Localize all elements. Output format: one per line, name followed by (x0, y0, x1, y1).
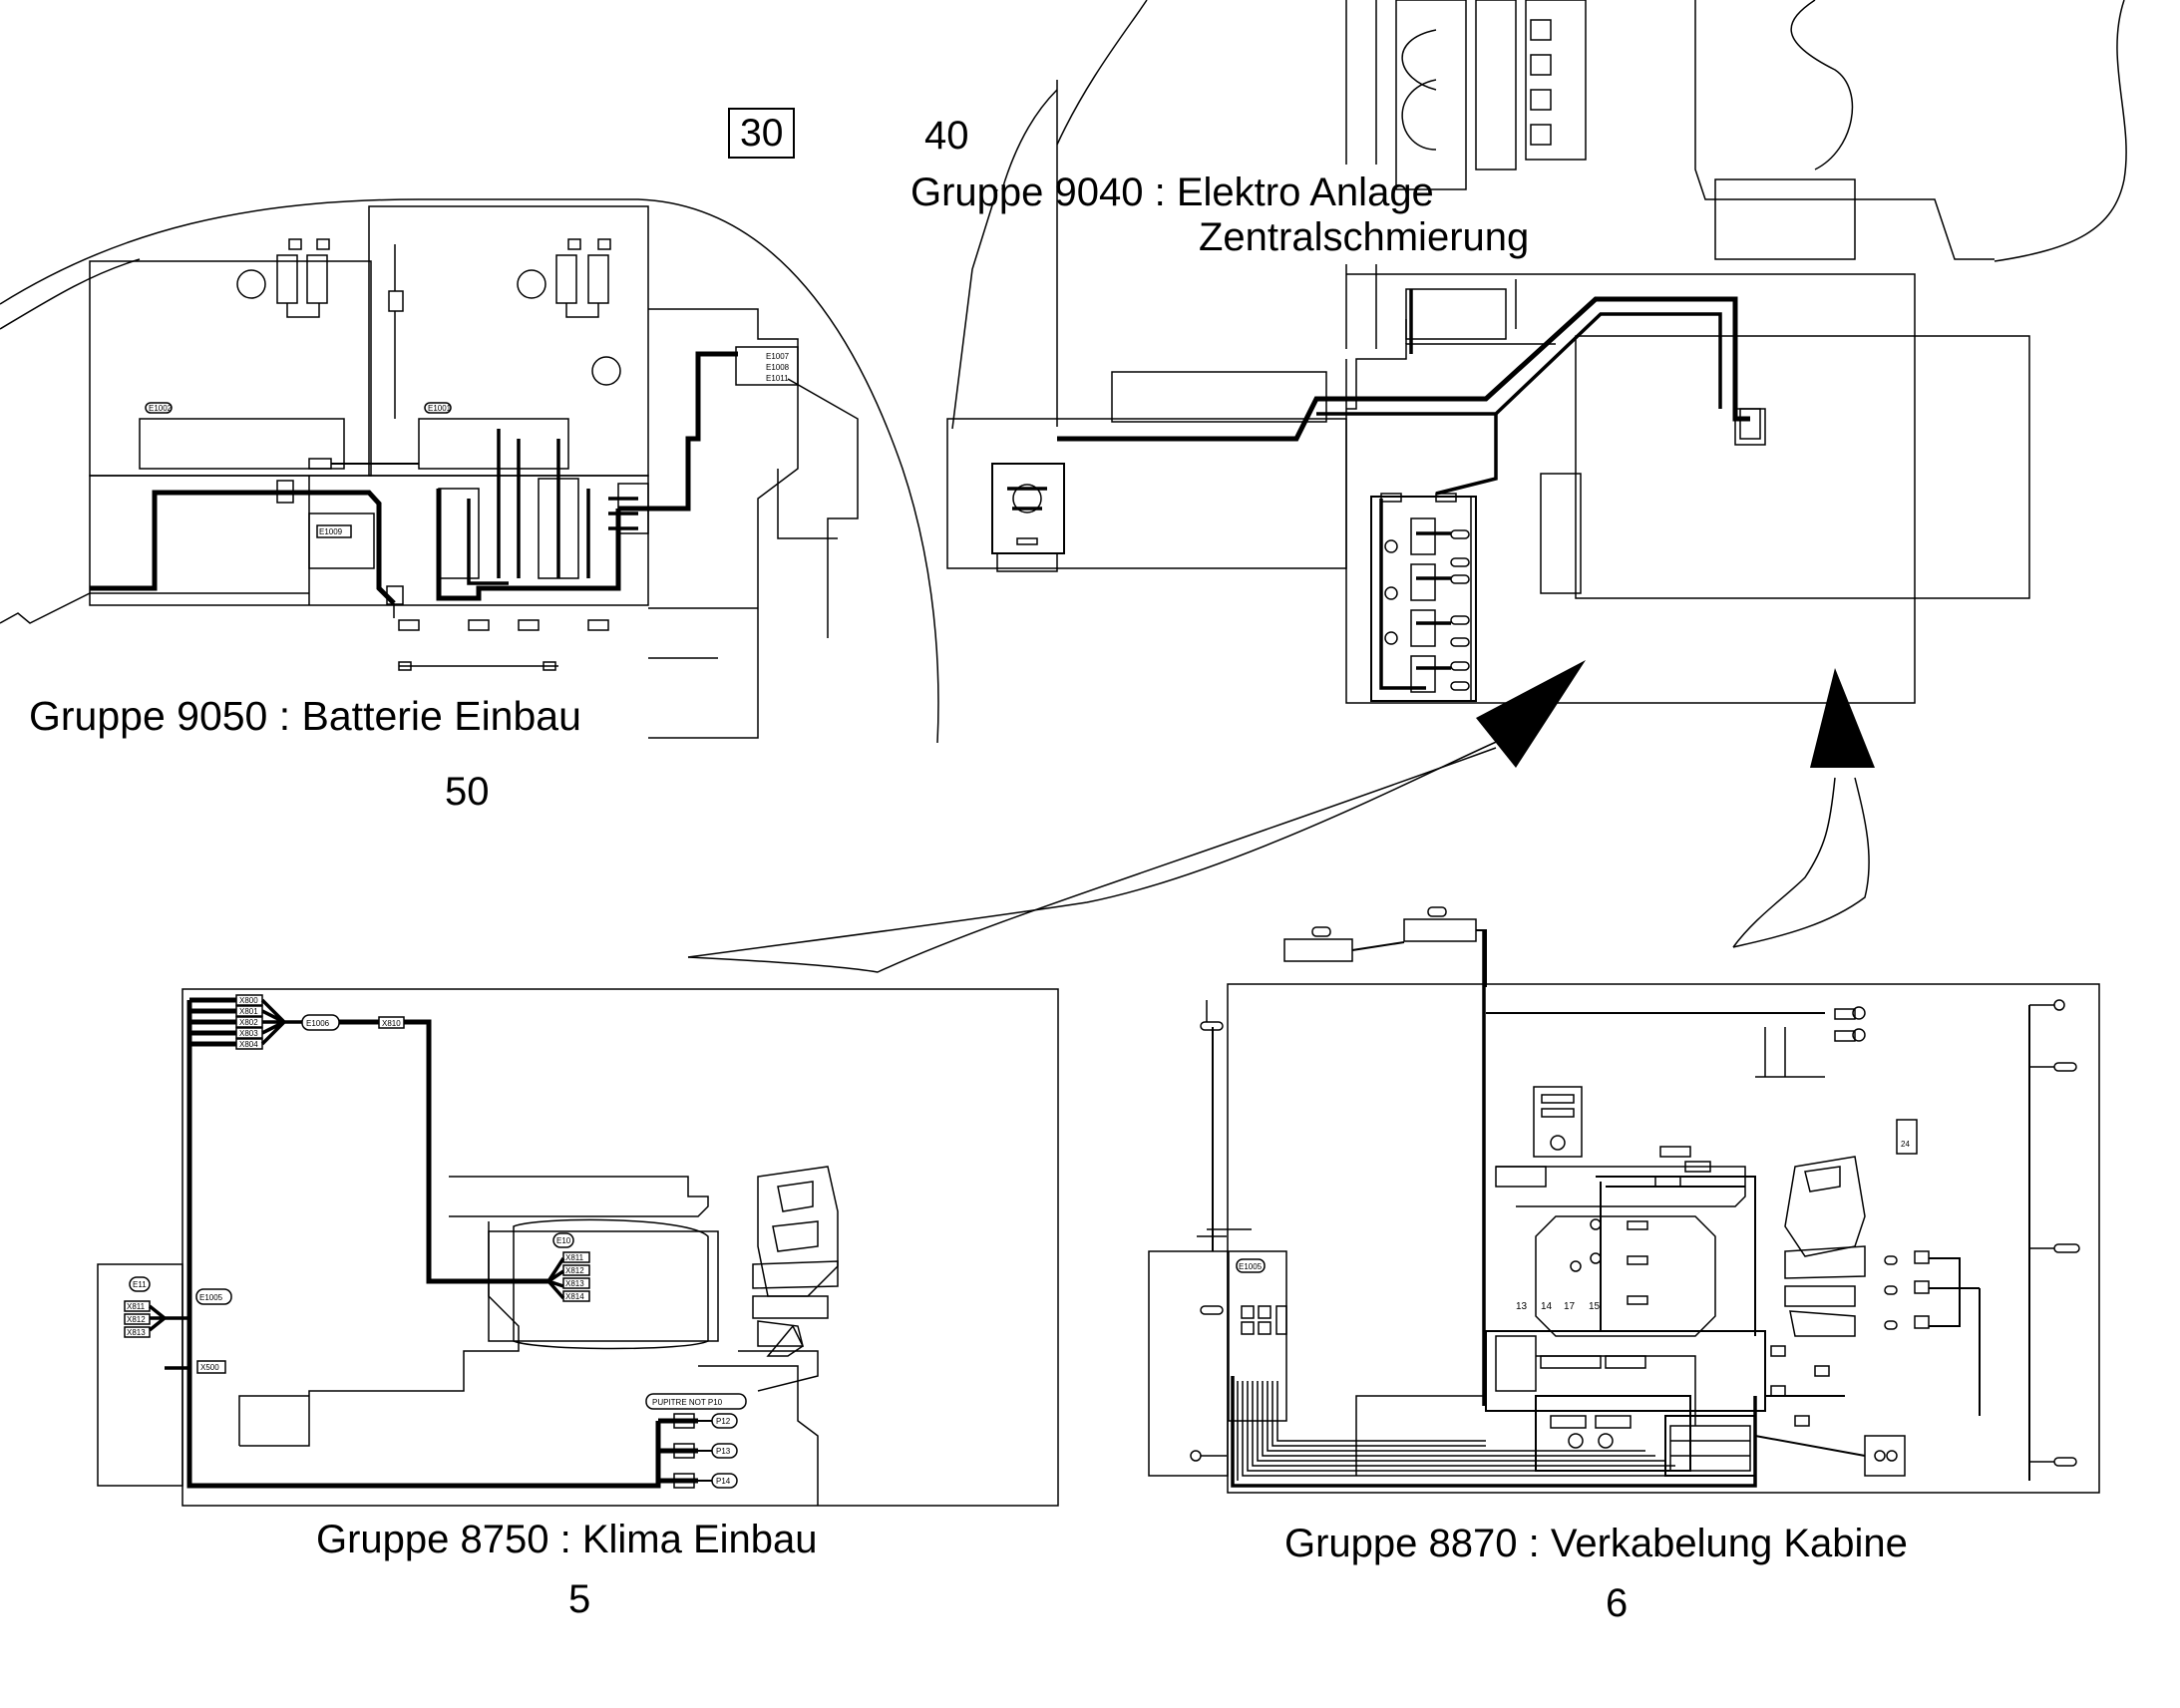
ref-40: 40 (924, 114, 969, 158)
group-9050-title: Gruppe 9050 : Batterie Einbau (25, 694, 585, 739)
label-e1008: E1008 (766, 363, 790, 372)
label-p12: P12 (716, 1417, 731, 1426)
label-p13: P13 (716, 1447, 731, 1456)
label-e10: E10 (556, 1236, 571, 1245)
group-9040-title-line1: Gruppe 9040 : Elektro Anlage (910, 171, 1434, 214)
label-x802: X802 (239, 1018, 258, 1027)
label-x810: X810 (382, 1019, 401, 1028)
group-8870-ref: 6 (1606, 1581, 1629, 1625)
label-pupitre: PUPITRE NOT P10 (652, 1398, 723, 1407)
group-8870-title: Gruppe 8870 : Verkabelung Kabine (1284, 1522, 1908, 1565)
label-17: 17 (1564, 1301, 1576, 1312)
label-x812: X812 (565, 1266, 584, 1275)
label-x804: X804 (239, 1040, 258, 1049)
label-e1006: E1006 (306, 1019, 330, 1028)
label-e1007: E1007 (766, 352, 790, 361)
label-e1009: E1009 (319, 527, 343, 536)
label-14: 14 (1541, 1301, 1553, 1312)
group-9050-ref: 50 (445, 770, 490, 814)
label-x813: X813 (565, 1279, 584, 1288)
ref-box-30: 30 (728, 108, 796, 159)
label-13: 13 (1516, 1301, 1528, 1312)
label-x811: X811 (565, 1253, 584, 1262)
label-p14: P14 (716, 1477, 731, 1486)
pointer-arrow-right (1732, 668, 1875, 948)
svg-text:X812: X812 (127, 1315, 146, 1324)
label-x800: X800 (239, 996, 258, 1005)
cabin-wiring-view: 24 E1005 13 (1148, 906, 2100, 1494)
label-e1011: E1011 (766, 374, 789, 383)
svg-text:X813: X813 (127, 1328, 146, 1337)
group-9040-title-line2: Zentralschmierung (1199, 215, 1530, 259)
label-15: 15 (1589, 1301, 1601, 1312)
label-e1005-kabine: E1005 (1239, 1262, 1263, 1271)
air-conditioning-installation-view: X800 X801 X802 X803 X804 E1006 X810 E10 … (97, 988, 1059, 1507)
label-x814: X814 (565, 1292, 584, 1301)
label-24: 24 (1901, 1140, 1910, 1149)
electrical-system-view (946, 0, 2127, 704)
label-x803: X803 (239, 1029, 258, 1038)
label-x500: X500 (200, 1363, 219, 1372)
group-8750-title: Gruppe 8750 : Klima Einbau (316, 1518, 818, 1561)
pointer-arrow-left (687, 660, 1586, 973)
group-8750-ref: 5 (568, 1577, 591, 1621)
label-e11: E11 (133, 1280, 147, 1289)
svg-text:X811: X811 (127, 1302, 146, 1311)
label-e1001: E1001 (428, 404, 452, 413)
label-e1002: E1002 (149, 404, 173, 413)
label-x801: X801 (239, 1007, 258, 1016)
label-e1005-klima: E1005 (199, 1293, 223, 1302)
battery-installation-view: E1002 E1001 E1009 E1007 E1008 E1011 (0, 198, 939, 744)
